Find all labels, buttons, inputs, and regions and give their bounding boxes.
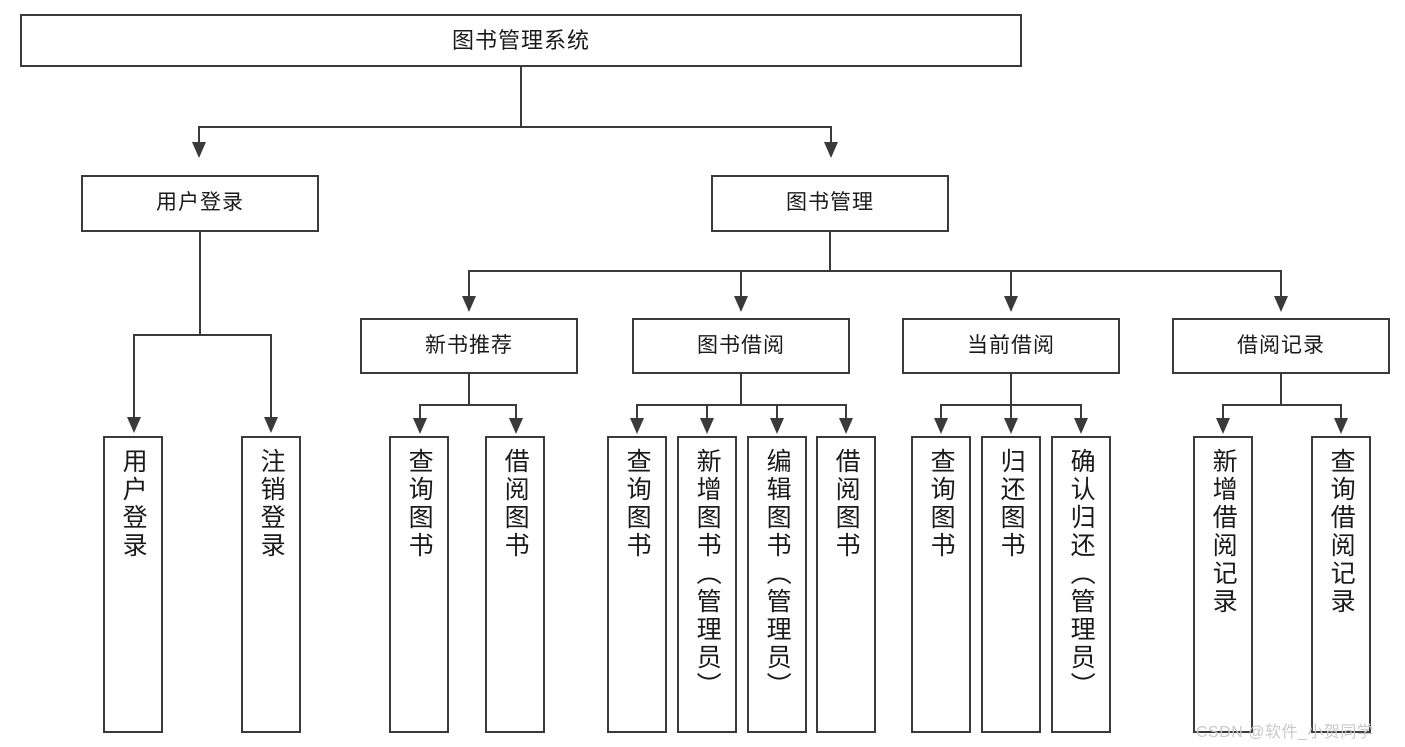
arrow-book-borrow-to-leaf-2: [700, 418, 714, 434]
node-label: 查询图书: [927, 448, 956, 560]
connector-borrow-record-bar: [1222, 404, 1340, 406]
leaf-current-borrow-confirm-return[interactable]: 确认归还（管理员）: [1051, 436, 1111, 733]
arrow-book-mgmt-to-new-book: [462, 296, 476, 312]
connector-root-stem: [520, 67, 522, 127]
node-label: 借阅记录: [1237, 333, 1325, 357]
node-label: 借阅图书: [832, 448, 861, 560]
node-label: 新书推荐: [425, 333, 513, 357]
arrow-borrow-record-to-leaf-1: [1216, 418, 1230, 434]
leaf-new-book-query[interactable]: 查询图书: [389, 436, 449, 733]
connector-book-mgmt-to-new-book: [468, 270, 470, 298]
node-label: 用户登录: [119, 448, 148, 560]
connector-book-borrow-to-leaf-1: [636, 404, 638, 420]
connector-user-login-bar: [133, 334, 271, 336]
arrow-root-to-book-mgmt: [824, 142, 838, 158]
connector-book-mgmt-to-record: [1280, 270, 1282, 298]
arrow-user-login-to-leaf-2: [264, 417, 278, 433]
leaf-current-borrow-return[interactable]: 归还图书: [981, 436, 1041, 733]
leaf-borrow-record-query[interactable]: 查询借阅记录: [1311, 436, 1371, 733]
arrow-user-login-to-leaf-1: [127, 417, 141, 433]
leaf-book-borrow-query[interactable]: 查询图书: [607, 436, 667, 733]
node-label: 查询借阅记录: [1327, 448, 1356, 616]
arrow-book-mgmt-to-current: [1004, 296, 1018, 312]
arrow-current-borrow-to-leaf-3: [1074, 418, 1088, 434]
node-user-login[interactable]: 用户登录: [81, 175, 319, 232]
leaf-new-book-borrow[interactable]: 借阅图书: [485, 436, 545, 733]
node-label: 当前借阅: [967, 333, 1055, 357]
connector-borrow-record-to-leaf-1: [1222, 404, 1224, 420]
leaf-book-borrow-edit[interactable]: 编辑图书（管理员）: [747, 436, 807, 733]
node-book-borrow[interactable]: 图书借阅: [632, 318, 850, 374]
node-label: 图书管理: [786, 191, 874, 215]
node-label: 图书借阅: [697, 333, 785, 357]
connector-root-bar: [198, 126, 832, 128]
connector-current-borrow-stem: [1010, 374, 1012, 406]
connector-book-borrow-bar: [636, 404, 845, 406]
arrow-book-mgmt-to-record: [1274, 296, 1288, 312]
node-label: 新增借阅记录: [1209, 448, 1238, 616]
node-current-borrow[interactable]: 当前借阅: [902, 318, 1120, 374]
arrow-current-borrow-to-leaf-1: [934, 418, 948, 434]
connector-book-mgmt-to-borrow: [740, 270, 742, 298]
connector-new-book-to-leaf-1: [419, 404, 421, 420]
connector-borrow-record-stem: [1280, 374, 1282, 406]
node-label: 编辑图书（管理员）: [763, 448, 792, 700]
connector-book-borrow-to-leaf-2: [706, 404, 708, 420]
arrow-new-book-to-leaf-2: [509, 418, 523, 434]
connector-current-borrow-to-leaf-1: [940, 404, 942, 420]
node-root-system[interactable]: 图书管理系统: [20, 14, 1022, 67]
arrow-new-book-to-leaf-1: [413, 418, 427, 434]
connector-book-mgmt-bar: [468, 270, 1280, 272]
arrow-current-borrow-to-leaf-2: [1004, 418, 1018, 434]
node-book-management[interactable]: 图书管理: [711, 175, 949, 232]
leaf-book-borrow-add[interactable]: 新增图书（管理员）: [677, 436, 737, 733]
arrow-root-to-user-login: [192, 142, 206, 158]
leaf-user-login-signin[interactable]: 用户登录: [103, 436, 163, 733]
connector-book-mgmt-to-current: [1010, 270, 1012, 298]
connector-new-book-bar: [419, 404, 517, 406]
csdn-watermark: CSDN @软件_小贺同学: [1196, 724, 1374, 741]
arrow-book-mgmt-to-borrow: [734, 296, 748, 312]
connector-user-login-stem: [199, 232, 201, 336]
connector-book-borrow-to-leaf-3: [776, 404, 778, 420]
connector-current-borrow-to-leaf-2: [1010, 404, 1012, 420]
connector-root-to-user-login: [198, 126, 200, 145]
leaf-current-borrow-query[interactable]: 查询图书: [911, 436, 971, 733]
node-new-book-recommend[interactable]: 新书推荐: [360, 318, 578, 374]
connector-root-to-book-mgmt: [830, 126, 832, 145]
arrow-book-borrow-to-leaf-4: [839, 418, 853, 434]
arrow-book-borrow-to-leaf-1: [630, 418, 644, 434]
connector-current-borrow-to-leaf-3: [1080, 404, 1082, 420]
connector-user-login-to-leaf-1: [133, 334, 135, 419]
arrow-borrow-record-to-leaf-2: [1334, 418, 1348, 434]
node-label: 用户登录: [156, 191, 244, 215]
node-label: 确认归还（管理员）: [1067, 448, 1096, 700]
connector-book-borrow-stem: [740, 374, 742, 406]
arrow-book-borrow-to-leaf-3: [770, 418, 784, 434]
leaf-book-borrow-lend[interactable]: 借阅图书: [816, 436, 876, 733]
node-label: 查询图书: [623, 448, 652, 560]
node-label: 注销登录: [257, 448, 286, 560]
node-label: 查询图书: [405, 448, 434, 560]
node-label: 图书管理系统: [451, 27, 590, 53]
connector-book-mgmt-stem: [829, 232, 831, 272]
connector-book-borrow-to-leaf-4: [845, 404, 847, 420]
node-label: 借阅图书: [501, 448, 530, 560]
connector-borrow-record-to-leaf-2: [1340, 404, 1342, 420]
connector-new-book-stem: [468, 374, 470, 406]
node-borrow-record[interactable]: 借阅记录: [1172, 318, 1390, 374]
leaf-user-login-signout[interactable]: 注销登录: [241, 436, 301, 733]
connector-user-login-to-leaf-2: [270, 334, 272, 419]
connector-new-book-to-leaf-2: [515, 404, 517, 420]
leaf-borrow-record-add[interactable]: 新增借阅记录: [1193, 436, 1253, 733]
node-label: 新增图书（管理员）: [693, 448, 722, 700]
node-label: 归还图书: [997, 448, 1026, 560]
